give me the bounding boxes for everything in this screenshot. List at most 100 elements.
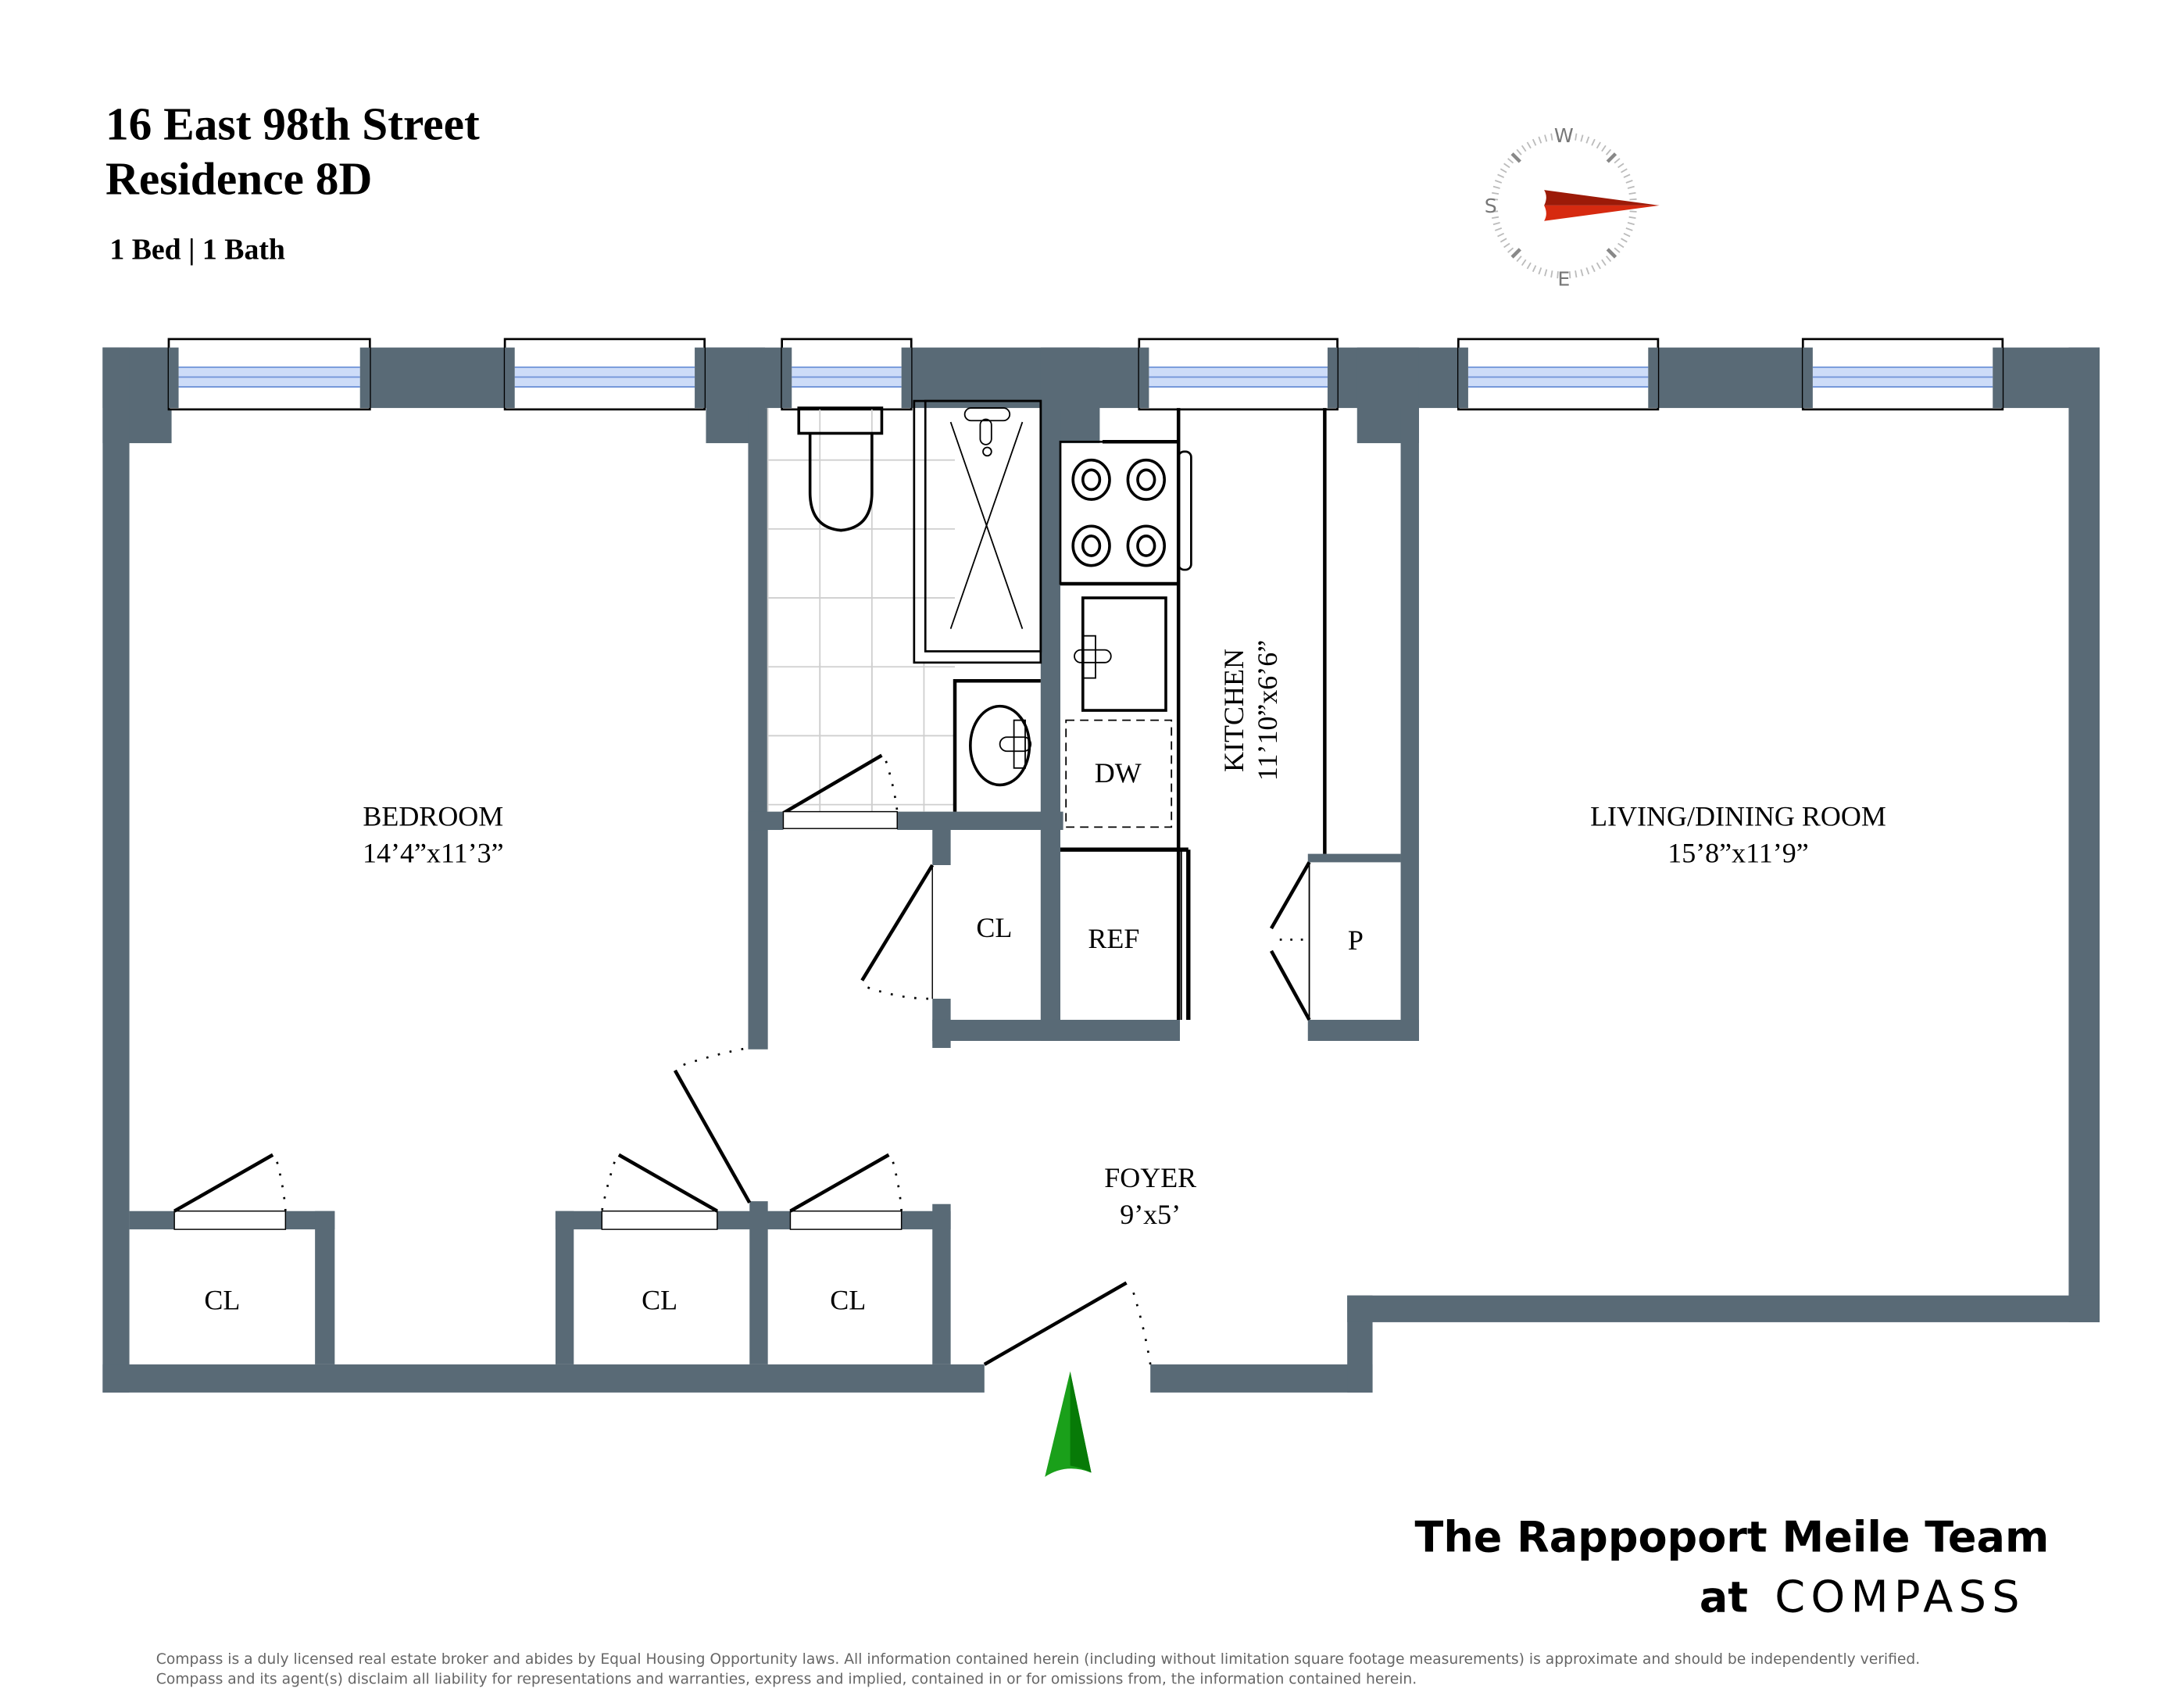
hall-closet-door[interactable]: [860, 864, 935, 1000]
pantry-door[interactable]: [1269, 861, 1311, 1021]
foyer-size: 9’x5’: [1120, 1199, 1181, 1230]
compass-tick: [1614, 247, 1621, 253]
bedroom-label: BEDROOM 14’4”x11’3”: [363, 801, 504, 869]
bedroom-closet-2: CL: [600, 1153, 718, 1316]
compass-tick: [1605, 256, 1612, 263]
compass-rose: W S E: [1485, 124, 1660, 291]
kitchen: DW REF KITCHEN 11’10”x6’6”: [1059, 408, 1327, 1020]
windows: [167, 338, 2004, 411]
compass-tick: [1526, 262, 1532, 270]
kitchen-name: KITCHEN: [1218, 649, 1249, 772]
window: [1138, 338, 1339, 411]
closet-door[interactable]: [600, 1153, 718, 1213]
compass-tick: [1507, 158, 1514, 164]
bedroom-closet-1: CL: [173, 1153, 287, 1316]
compass-tick: [1568, 271, 1571, 279]
disclaimer-line-1: Compass is a duly licensed real estate b…: [156, 1651, 1920, 1668]
compass-tick: [1538, 136, 1542, 144]
wall-closet-bottom: [932, 1019, 1180, 1041]
wall-segment: [357, 347, 518, 409]
wall-bottom-mid: [1150, 1364, 1373, 1393]
compass-tick: [1621, 168, 1628, 173]
compass-tick: [1492, 216, 1499, 220]
compass-tick: [1532, 138, 1537, 146]
compass-tick: [1521, 259, 1527, 266]
disclaimer: Compass is a duly licensed real estate b…: [156, 1651, 1920, 1687]
compass-tick: [1544, 134, 1548, 142]
branding: The Rappoport Meile Team at COMPASS: [1415, 1512, 2050, 1622]
wall-right: [2068, 347, 2100, 1322]
wall-bath-kitchen: [1040, 408, 1061, 1041]
header: 16 East 98th Street Residence 8D 1 Bed |…: [105, 98, 480, 266]
compass-tick: [1575, 133, 1578, 141]
wall-closet: [555, 1211, 574, 1364]
compass-tick: [1516, 148, 1522, 156]
compass-logo: COMPASS: [1775, 1572, 2025, 1623]
bedroom-door[interactable]: [673, 1046, 752, 1204]
compass-tick: [1591, 265, 1596, 273]
compass-tick: [1625, 180, 1633, 184]
living-name: LIVING/DINING ROOM: [1590, 801, 1886, 832]
bedroom-size: 14’4”x11’3”: [363, 837, 504, 868]
compass-tick: [1495, 180, 1503, 184]
wall-closet: [932, 830, 951, 865]
closet-door[interactable]: [789, 1153, 903, 1213]
compass-tick: [1585, 267, 1590, 275]
toilet-icon: [797, 406, 884, 532]
bath-tile-grid: [767, 408, 956, 812]
compass-tick: [1495, 227, 1503, 231]
compass-tick: [1601, 259, 1607, 266]
compass-label-s: S: [1485, 195, 1497, 217]
compass-tick: [1596, 141, 1601, 149]
compass-tick: [1492, 191, 1499, 195]
compass-tick: [1596, 262, 1601, 270]
compass-tick: [1625, 227, 1633, 231]
entry-marker-icon: [1045, 1371, 1092, 1477]
closet-door[interactable]: [173, 1153, 287, 1213]
wall-closet: [315, 1211, 335, 1364]
compass-tick: [1606, 152, 1617, 163]
compass-tick: [1614, 158, 1621, 164]
compass-tick: [1499, 238, 1507, 243]
refrigerator-label: REF: [1088, 923, 1139, 954]
pantry: P: [1269, 861, 1364, 1021]
pantry-label: P: [1348, 924, 1364, 956]
compass-tick: [1499, 168, 1507, 173]
compass-label-w: W: [1554, 124, 1574, 147]
compass-tick: [1621, 238, 1628, 243]
wall-left: [102, 347, 130, 1393]
compass-tick: [1629, 198, 1637, 201]
wall-pantry-top: [1307, 853, 1401, 863]
hall-closet-label: CL: [976, 912, 1012, 943]
window: [1801, 338, 2004, 411]
walls: [102, 347, 2100, 1393]
bed-bath-summary: 1 Bed | 1 Bath: [109, 233, 285, 266]
address-title: 16 East 98th Street: [105, 98, 480, 149]
compass-tick: [1510, 152, 1521, 163]
compass-tick: [1557, 271, 1559, 279]
compass-tick: [1605, 148, 1612, 156]
hall-closet: CL: [860, 864, 1012, 1000]
wall-pantry-bottom: [1307, 1019, 1419, 1041]
compass-tick: [1617, 163, 1625, 169]
compass-tick: [1544, 269, 1548, 277]
bedroom-closet-1-label: CL: [204, 1285, 240, 1316]
kitchen-size: 11’10”x6’6”: [1252, 640, 1283, 781]
shower-icon: [913, 399, 1042, 664]
burner-icon: [1071, 458, 1111, 501]
compass-tick: [1503, 163, 1510, 169]
burner-icon: [1126, 458, 1166, 501]
bathroom-door[interactable]: [782, 753, 899, 829]
wall-closet: [932, 1203, 951, 1364]
compass-ticks: [1491, 132, 1637, 279]
dishwasher: DW: [1065, 719, 1173, 828]
window: [503, 338, 706, 411]
burner-icon: [1126, 524, 1166, 567]
compass-tick: [1629, 210, 1637, 213]
living-label: LIVING/DINING ROOM 15’8”x11’9”: [1590, 801, 1886, 869]
compass-tick: [1507, 247, 1514, 253]
compass-tick: [1521, 145, 1527, 152]
compass-tick: [1601, 145, 1607, 152]
entry-door[interactable]: [983, 1281, 1152, 1366]
bedroom-closet-2-label: CL: [642, 1285, 677, 1316]
